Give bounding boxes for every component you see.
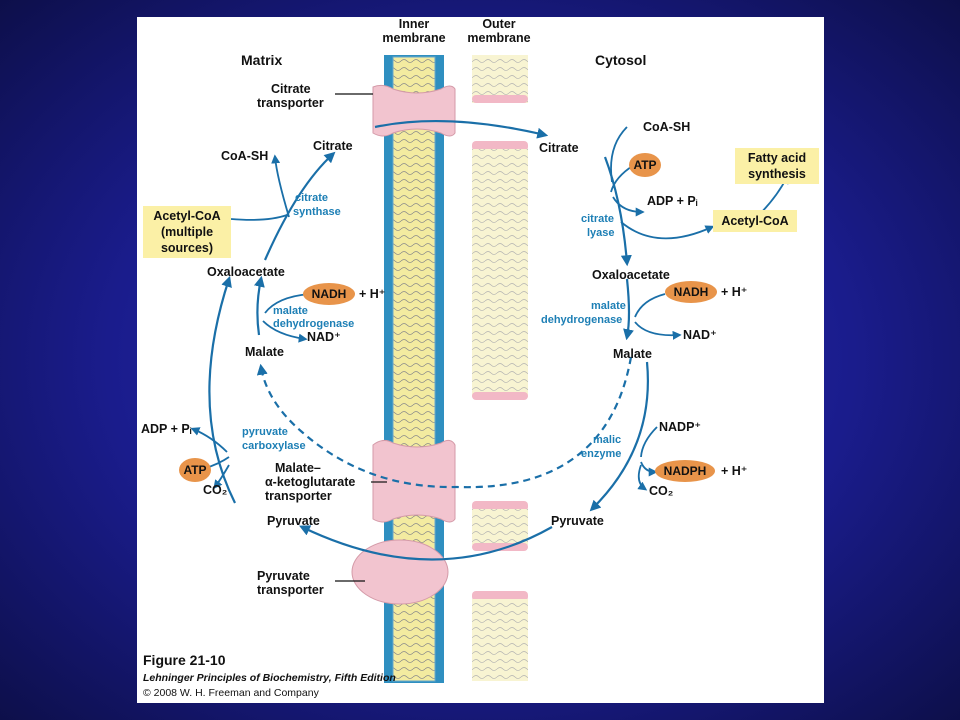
malate-akg-transporter-label-1: Malate– (275, 461, 321, 475)
malic-enzyme-label-1: malic (593, 434, 621, 446)
figure-panel: Matrix Cytosol Inner membrane Outer memb… (137, 17, 824, 703)
malate-akg-transporter-protein (372, 439, 456, 523)
citrate-lyase-label-2: lyase (587, 227, 615, 239)
pyruvate-transporter-label-2: transporter (257, 583, 324, 597)
outer-membrane (472, 55, 528, 681)
matrix-coa-sh: CoA-SH (221, 149, 268, 163)
matrix-acetyl-coa-box (143, 206, 231, 258)
fatty-acid-synthesis-box (735, 148, 819, 184)
outer-membrane-label-1: Outer (482, 17, 515, 31)
fatty-acid-label-1: Fatty acid (748, 151, 806, 165)
pyruvate-carboxylase-label-1: pyruvate (242, 426, 288, 438)
citrate-synthase-label-1: citrate (295, 192, 328, 204)
matrix-atp: ATP (183, 463, 206, 477)
matrix-malate-dh-label-1: malate (273, 305, 308, 317)
matrix-acetyl-coa-label-3: sources) (161, 241, 213, 255)
cytosol-acetyl-coa-box (713, 210, 797, 232)
cytosol-acetyl-coa: Acetyl-CoA (721, 214, 788, 228)
citrate-transporter-label-1: Citrate (271, 82, 311, 96)
cytosol-oxaloacetate: Oxaloacetate (592, 268, 670, 282)
matrix-nadh: NADH (312, 287, 347, 301)
matrix-atp-oval (179, 458, 211, 482)
cytosol-malate: Malate (613, 347, 652, 361)
matrix-pyruvate: Pyruvate (267, 514, 320, 528)
cytosol-nadp-plus: NADP⁺ (659, 420, 701, 434)
citrate-transporter-label-2: transporter (257, 96, 324, 110)
cytosol-nadph: NADPH (664, 464, 707, 478)
matrix-acetyl-coa-label-2: (multiple (161, 225, 213, 239)
cytosol-citrate: Citrate (539, 141, 579, 155)
matrix-acetyl-coa-label-1: Acetyl-CoA (153, 209, 220, 223)
cytosol-pyruvate: Pyruvate (551, 514, 604, 528)
cytosol-adp-pi: ADP + Pᵢ (647, 194, 698, 208)
citrate-lyase-label-1: citrate (581, 213, 614, 225)
cytosol-header: Cytosol (595, 52, 646, 68)
inner-membrane-label-1: Inner (399, 17, 430, 31)
cytosol-h-plus-2: + H⁺ (721, 464, 747, 478)
matrix-nadh-oval (303, 283, 355, 305)
cytosol-atp-oval (629, 153, 661, 177)
figure-number: Figure 21-10 (143, 652, 226, 668)
outer-membrane-label-2: membrane (467, 31, 530, 45)
matrix-citrate: Citrate (313, 139, 353, 153)
inner-membrane-label-2: membrane (382, 31, 445, 45)
matrix-co2: CO₂ (203, 483, 227, 497)
matrix-h-plus: + H⁺ (359, 287, 385, 301)
cytosol-malate-dh-label-2: dehydrogenase (541, 314, 622, 326)
cytosol-co2: CO₂ (649, 484, 673, 498)
cytosol-malate-dh-label-1: malate (591, 300, 626, 312)
pyruvate-transporter-protein (351, 539, 449, 605)
cytosol-h-plus: + H⁺ (721, 285, 747, 299)
pyruvate-carboxylase-label-2: carboxylase (242, 440, 306, 452)
matrix-header: Matrix (241, 52, 282, 68)
malate-akg-transporter-label-3: transporter (265, 489, 332, 503)
cytosol-nadh-oval (665, 281, 717, 303)
citrate-synthase-label-2: synthase (293, 206, 341, 218)
cytosol-coa-sh: CoA-SH (643, 120, 690, 134)
malate-akg-transporter-label-2: α-ketoglutarate (265, 475, 355, 489)
cytosol-atp: ATP (633, 158, 656, 172)
book-title: Lehninger Principles of Biochemistry, Fi… (143, 672, 396, 684)
matrix-oxaloacetate: Oxaloacetate (207, 265, 285, 279)
matrix-nad-plus: NAD⁺ (307, 330, 341, 344)
pathway-diagram: Matrix Cytosol Inner membrane Outer memb… (141, 17, 819, 699)
malic-enzyme-label-2: enzyme (581, 448, 621, 460)
cytosol-nadph-oval (655, 460, 715, 482)
copyright: © 2008 W. H. Freeman and Company (143, 687, 320, 699)
matrix-malate-dh-label-2: dehydrogenase (273, 318, 354, 330)
matrix-adp-pi: ADP + Pᵢ (141, 422, 192, 436)
cytosol-nadh: NADH (674, 285, 709, 299)
cytosol-nad-plus: NAD⁺ (683, 328, 717, 342)
fatty-acid-label-2: synthesis (748, 167, 806, 181)
matrix-malate: Malate (245, 345, 284, 359)
citrate-transporter-protein (372, 84, 456, 137)
pyruvate-transporter-label-1: Pyruvate (257, 569, 310, 583)
